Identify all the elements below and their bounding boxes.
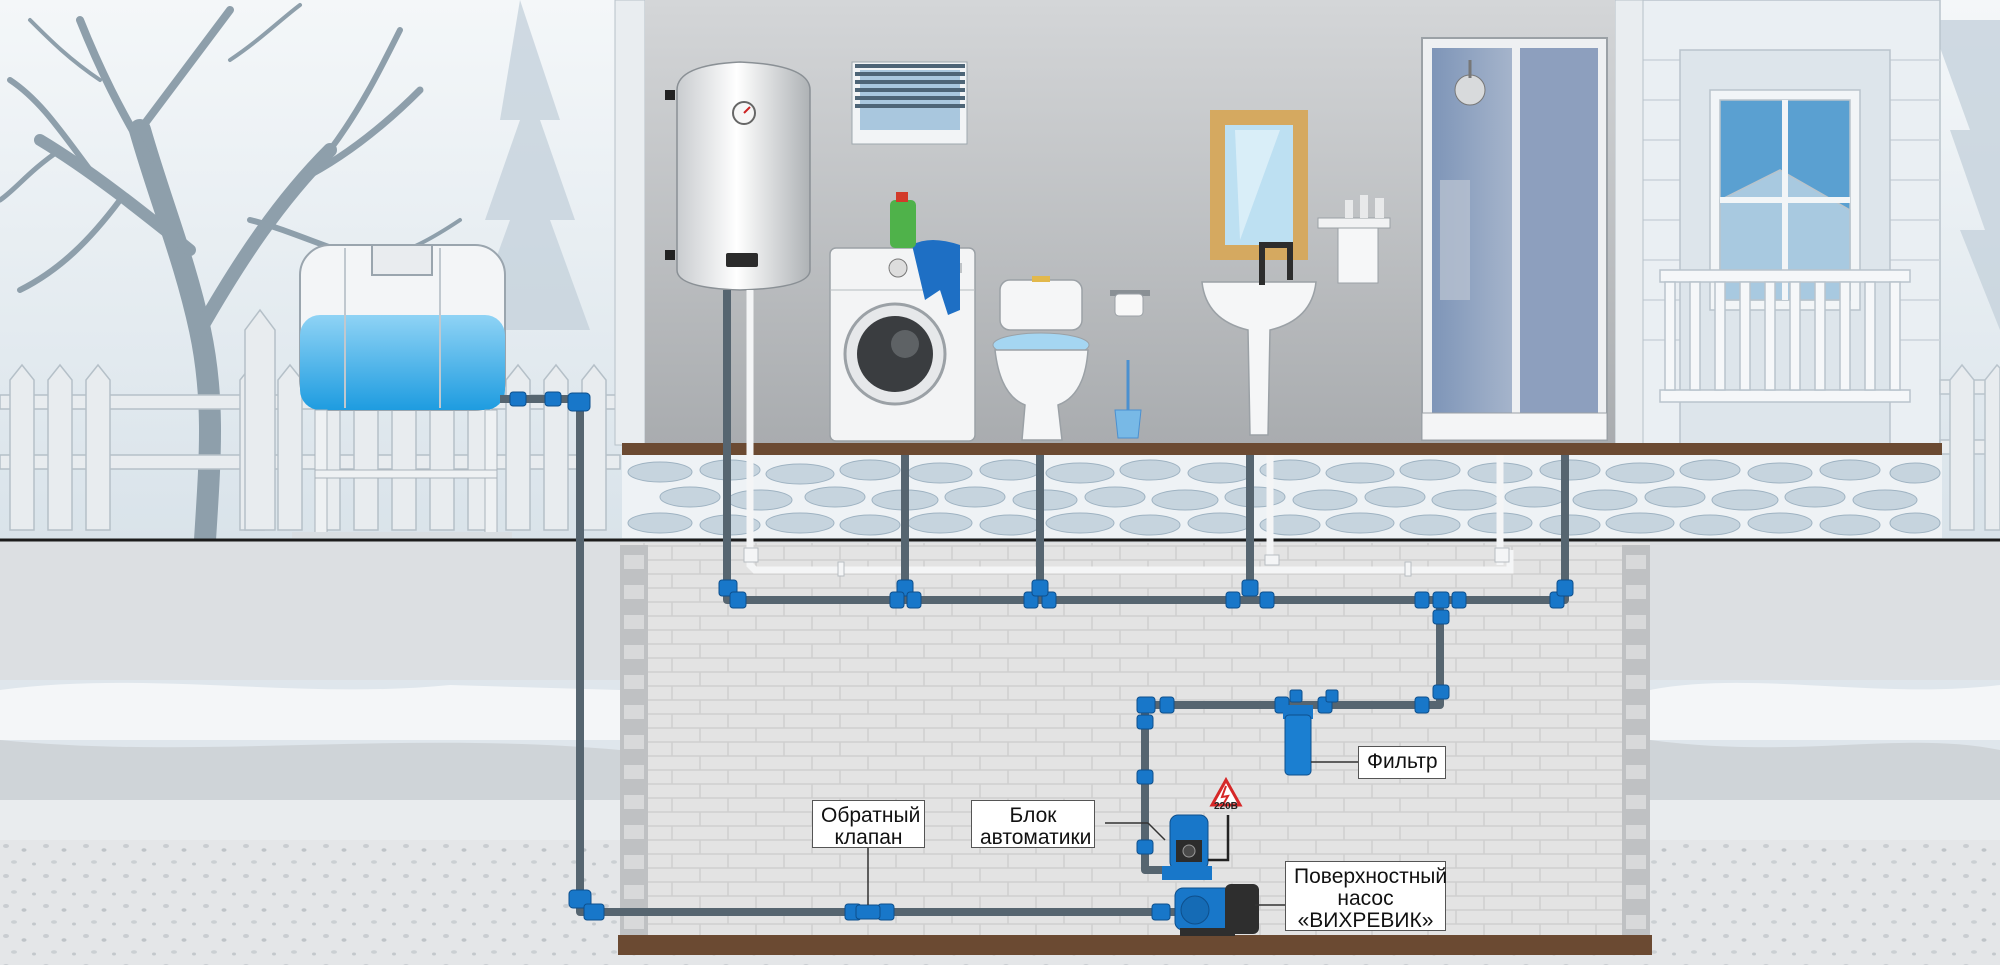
voltage-warning-icon	[1209, 776, 1243, 807]
basement-floor	[618, 935, 1652, 955]
filter-label: Фильтр	[1358, 746, 1446, 779]
automation-unit	[1105, 814, 1230, 880]
stone-foundation	[622, 455, 1942, 538]
left-wall-siding	[614, 0, 646, 446]
sink	[1201, 242, 1317, 436]
bathroom-window	[851, 61, 968, 145]
toilet	[992, 276, 1090, 441]
toilet-paper-holder	[1110, 290, 1150, 317]
wall-shelf	[1317, 195, 1391, 284]
voltage-label: 220В	[1214, 801, 1238, 812]
right-house	[1639, 0, 2000, 531]
shower-cabin	[1421, 37, 1608, 441]
mirror	[1210, 110, 1308, 260]
background-trees	[470, 0, 2000, 330]
basement	[618, 543, 1652, 955]
surface-pump	[1174, 884, 1259, 936]
surface-pump-label: Поверхностный насос «ВИХРЕВИК»	[1285, 861, 1447, 932]
drain-pipes	[746, 290, 1514, 574]
bare-tree	[0, 3, 462, 551]
toilet-brush	[1114, 360, 1142, 439]
water-filter	[1283, 705, 1358, 776]
water-tank	[292, 244, 512, 538]
washing-machine	[829, 192, 976, 442]
check-valve-label: Обратный клапан	[812, 800, 925, 849]
house-floor	[622, 443, 1942, 455]
drain-pipe-joints	[743, 547, 1510, 577]
check-valve	[855, 848, 881, 920]
pipe-fittings	[509, 391, 1574, 921]
automation-unit-label: Блок автоматики	[971, 800, 1095, 849]
snow-layers	[0, 682, 2000, 800]
water-heater	[665, 61, 811, 291]
